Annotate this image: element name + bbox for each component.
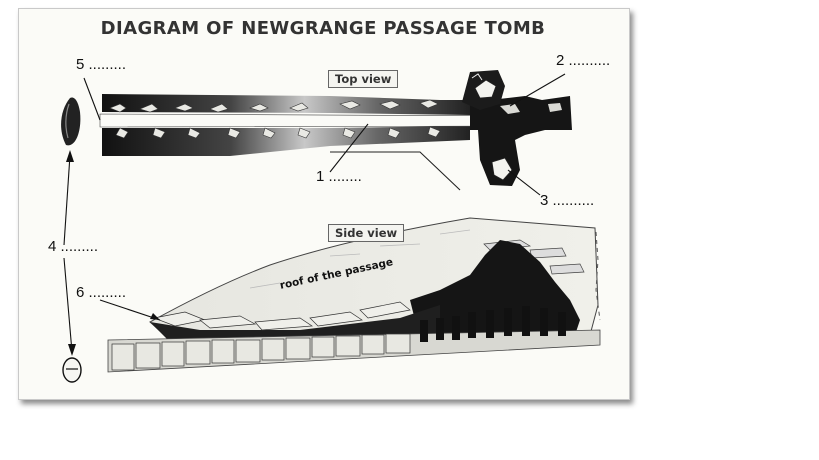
side-view-label: Side view xyxy=(328,224,405,242)
label-3: 3 .......... xyxy=(540,192,595,209)
label-1: 1 ........ xyxy=(316,168,362,185)
pointer-lines xyxy=(63,73,566,353)
top-view-label: Top view xyxy=(328,70,399,88)
top-view-plan xyxy=(61,70,572,191)
diagram-title: DIAGRAM OF NEWGRANGE PASSAGE TOMB xyxy=(100,18,546,39)
side-view-section xyxy=(62,217,601,383)
label-5: 5 ......... xyxy=(76,56,127,73)
label-4: 4 ......... xyxy=(48,238,99,255)
arrow-heads xyxy=(66,150,160,356)
label-6: 6 ......... xyxy=(76,284,127,301)
label-2: 2 .......... xyxy=(556,52,611,69)
